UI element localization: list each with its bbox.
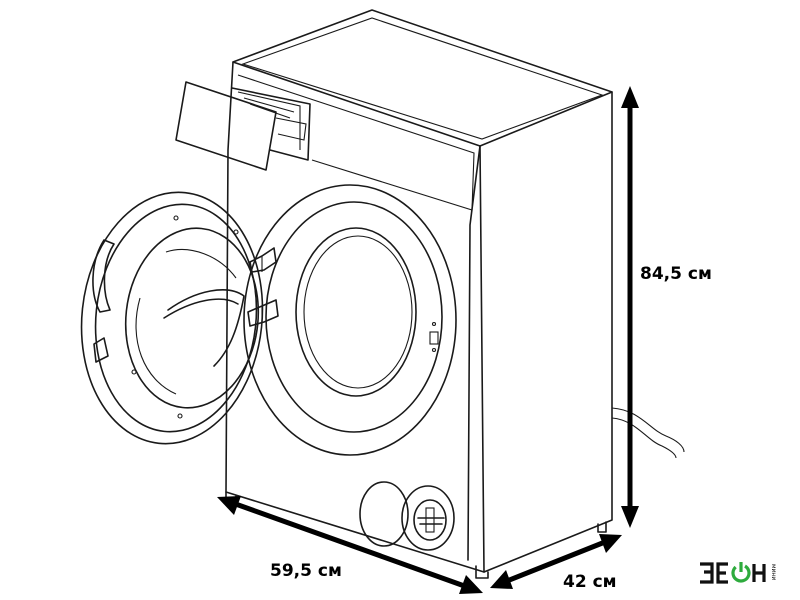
front-panel bbox=[225, 61, 485, 573]
drum-opening bbox=[243, 184, 457, 456]
height-dimension-arrow bbox=[621, 86, 639, 528]
control-panel-strip bbox=[237, 74, 475, 211]
depth-label: 42 см bbox=[563, 572, 617, 592]
svg-text:мини: мини bbox=[770, 564, 777, 580]
height-label: 84,5 см bbox=[640, 264, 712, 284]
drain-filter-cap bbox=[401, 485, 455, 551]
drawer-front bbox=[175, 81, 277, 171]
depth-dimension-arrow bbox=[490, 534, 622, 589]
door-handle bbox=[92, 239, 115, 313]
door-lock-indicator bbox=[429, 321, 439, 353]
top-panel bbox=[232, 9, 613, 147]
width-dimension-arrow bbox=[217, 496, 483, 594]
width-label: 59,5 см bbox=[270, 561, 342, 581]
detergent-drawer bbox=[175, 81, 311, 171]
filter-hatch bbox=[359, 481, 409, 547]
drain-hose bbox=[611, 407, 685, 453]
side-panel bbox=[479, 91, 613, 573]
open-door bbox=[80, 191, 264, 445]
brand-logo: мини bbox=[700, 562, 777, 584]
washer-body bbox=[225, 9, 685, 579]
